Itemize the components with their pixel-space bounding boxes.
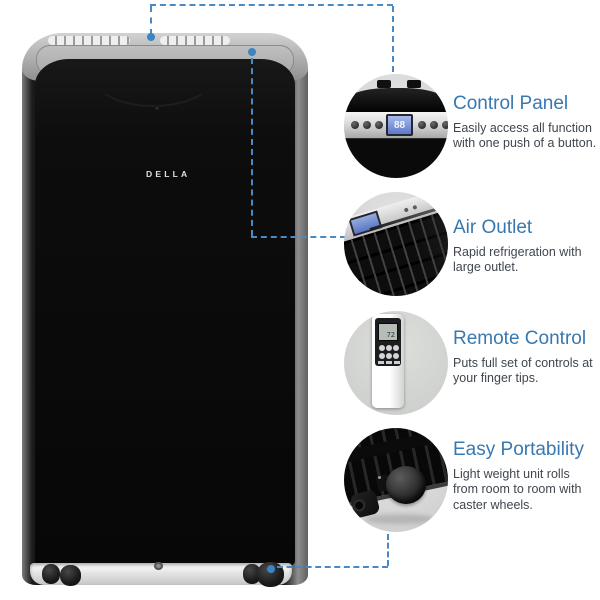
feature-description-line: Puts full set of controls at — [453, 356, 593, 370]
feature-callout-air-outlet: Air Outlet Rapid refrigeration with larg… — [453, 216, 600, 276]
top-handle-tab — [377, 80, 391, 88]
air-outlet-inset — [344, 192, 448, 296]
feature-description-line: caster wheels. — [453, 497, 533, 512]
callout-connector-line — [277, 566, 388, 568]
unit-base-trim — [30, 563, 292, 585]
remote-button — [379, 345, 385, 351]
control-button — [442, 121, 448, 129]
control-panel-inset: 88 — [344, 74, 448, 178]
feature-description-line: Light weight unit rolls — [453, 467, 570, 481]
remote-button-small — [386, 361, 392, 364]
feature-title: Easy Portability — [453, 439, 584, 460]
callout-anchor-dot — [147, 33, 155, 41]
callout-connector-line — [150, 6, 152, 35]
unit-front-in-inset — [344, 138, 448, 178]
remote-button — [393, 345, 399, 351]
callout-connector-line — [150, 4, 393, 6]
remote-button-small — [394, 361, 400, 364]
front-handle-recess — [92, 59, 215, 107]
control-button — [418, 121, 426, 129]
caster-wheel-face — [351, 498, 367, 513]
air-conditioner-unit: DELLA — [22, 33, 308, 587]
control-button — [430, 121, 438, 129]
feature-title: Remote Control — [453, 328, 587, 349]
control-button — [363, 121, 371, 129]
wheel-shadow — [366, 514, 434, 524]
drain-plug — [154, 562, 163, 570]
brand-logo: DELLA — [146, 169, 191, 179]
callout-anchor-dot — [248, 48, 256, 56]
feature-description-line: large outlet. — [453, 260, 519, 275]
feature-title: Air Outlet — [453, 217, 533, 238]
remote-button — [386, 353, 392, 359]
feature-description: Rapid refrigeration with large outlet. — [453, 245, 600, 276]
remote-control: 72 — [372, 314, 404, 408]
caster-wheel — [42, 564, 60, 584]
feature-description-line: with one push of a button. — [453, 136, 597, 151]
feature-description-line: Rapid refrigeration with — [453, 245, 582, 259]
feature-callout-control-panel: Control Panel Easily access all function… — [453, 92, 600, 152]
caster-wheel — [60, 565, 81, 586]
remote-button — [393, 353, 399, 359]
feature-title: Control Panel — [453, 93, 569, 114]
feature-description-line: from room to room with — [453, 482, 582, 497]
callout-anchor-dot — [267, 565, 275, 573]
callout-connector-line — [251, 236, 346, 238]
rear-louver-band — [344, 88, 448, 114]
feature-description: Light weight unit rolls from room to roo… — [453, 467, 600, 513]
caster-wheel-inset — [344, 428, 448, 532]
grille-rail — [344, 428, 448, 470]
feature-callout-remote-control: Remote Control Puts full set of controls… — [453, 327, 600, 387]
feature-description: Puts full set of controls at your finger… — [453, 356, 600, 387]
remote-button-small — [378, 361, 384, 364]
top-handle-tab — [407, 80, 421, 88]
caster-wheel — [243, 564, 261, 584]
unit-front-panel: DELLA — [35, 59, 295, 566]
callout-connector-line — [387, 534, 389, 566]
remote-lcd: 72 — [378, 323, 398, 341]
callout-connector-line — [251, 58, 253, 236]
front-indicator-dot — [155, 106, 159, 110]
remote-button — [386, 345, 392, 351]
control-button — [375, 121, 383, 129]
feature-description-line: Easily access all function — [453, 121, 592, 135]
top-vent-grille-left — [48, 36, 130, 45]
feature-description-line: your finger tips. — [453, 371, 539, 386]
feature-callout-easy-portability: Easy Portability Light weight unit rolls… — [453, 438, 600, 513]
feature-description: Easily access all function with one push… — [453, 121, 600, 152]
top-vent-grille-right — [160, 36, 230, 45]
remote-control-inset: 72 — [344, 311, 448, 415]
control-button — [351, 121, 359, 129]
caster-wheel-large — [386, 466, 426, 504]
remote-button — [379, 353, 385, 359]
lcd-display: 88 — [386, 114, 413, 136]
caster-pin — [378, 476, 381, 479]
callout-connector-line — [392, 6, 394, 72]
